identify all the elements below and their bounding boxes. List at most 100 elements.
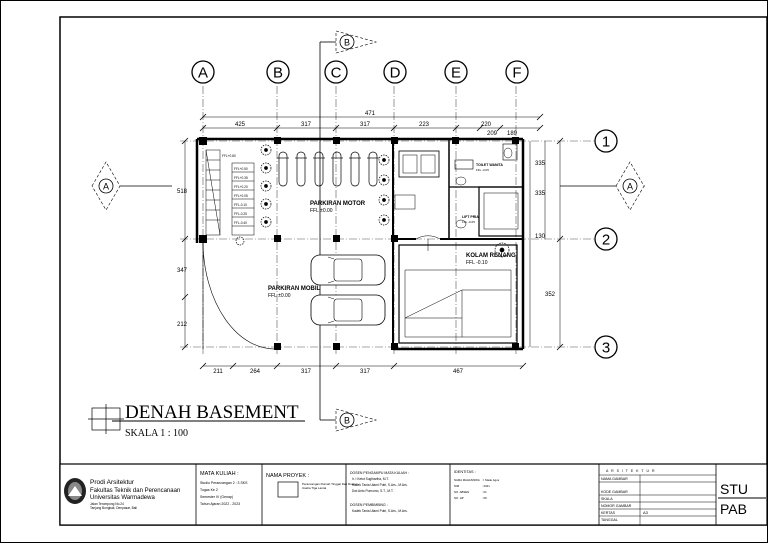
stair-level-1: FFL+0.80 bbox=[222, 154, 236, 158]
project-label: NAMA PROYEK : bbox=[266, 473, 310, 479]
identity-value-hp: : 08 bbox=[482, 496, 487, 500]
dim-top-7: 189 bbox=[507, 131, 518, 137]
lecturer-3: Dwi Anto Purnomo, S.T., M.T. bbox=[352, 489, 394, 493]
dim-top-1: 425 bbox=[235, 122, 246, 128]
label-toilet: TOILET WANITA bbox=[476, 163, 503, 167]
svg-text:A: A bbox=[198, 65, 208, 82]
dim-top-6: 209 bbox=[487, 131, 498, 137]
dim-bottom-3: 317 bbox=[301, 369, 312, 375]
dimension-lines bbox=[184, 116, 561, 367]
course-line-3: Semester IV (Genap) bbox=[200, 495, 233, 499]
identity-value-name: : I Made Agus bbox=[482, 478, 500, 482]
svg-text:B: B bbox=[273, 65, 283, 82]
field-nama-gambar: NAMA GAMBAR bbox=[601, 477, 628, 481]
institution-line-1: Prodi Arsitektur bbox=[90, 479, 135, 486]
dim-bottom-4: 317 bbox=[360, 369, 371, 375]
svg-text:2: 2 bbox=[602, 232, 610, 249]
label-pool: KOLAM RENANG bbox=[466, 253, 516, 259]
label-parking-car: PARKIRAN MOBIL bbox=[268, 286, 321, 292]
stair-level-6: FFL-0.10 bbox=[234, 203, 247, 207]
grid-bubble-C: C bbox=[324, 60, 348, 84]
parked-cars bbox=[310, 254, 386, 326]
stair-level-2: FFL+0.50 bbox=[234, 167, 248, 171]
lecturers-label: DOSEN PENGAMPU MATA KULIAH : bbox=[350, 471, 409, 475]
dim-right-2: 335 bbox=[535, 191, 546, 197]
label-parking-motor: PARKIRAN MOTOR bbox=[310, 201, 366, 207]
project-line-2: Usaha Tiga Lantai bbox=[302, 486, 327, 490]
sheet-title-block: Prodi Arsitektur Fakultas Teknik dan Per… bbox=[59, 463, 768, 526]
level-toilet: FFL -0.05 bbox=[476, 168, 489, 172]
lecturer-2: Kadek Tania Utami Putri, S.Ars., M.Ars. bbox=[352, 483, 408, 487]
project-line-1: Perancangan Rumah Tinggal Dan Ruang bbox=[302, 482, 357, 486]
section-mark-A-right: A bbox=[627, 182, 633, 192]
floor-plan-walls bbox=[195, 137, 525, 351]
grid-bubble-F: F bbox=[505, 60, 529, 84]
grid-bubble-3: 3 bbox=[594, 335, 618, 359]
course-line-4: Tahun Ajaran 2022 - 2023 bbox=[200, 502, 240, 506]
dim-bottom-2: 264 bbox=[250, 369, 261, 375]
dim-top-2: 317 bbox=[301, 122, 312, 128]
grid-lines bbox=[180, 86, 595, 355]
course-label: MATA KULIAH : bbox=[200, 471, 239, 477]
identity-value-nim: : 2021 bbox=[482, 484, 490, 488]
svg-text:C: C bbox=[331, 65, 342, 82]
field-kode-gambar: KODE GAMBAR bbox=[601, 490, 628, 494]
planter-shrubs bbox=[235, 144, 510, 258]
grid-bubble-A: A bbox=[191, 60, 215, 84]
address-line-2: Tanjung Bungkak, Denpasar, Bali bbox=[90, 506, 137, 510]
svg-text:3: 3 bbox=[602, 340, 610, 357]
address-line-1: Jalan Terompong No.24 bbox=[90, 502, 124, 506]
course-line-2: Tugas Ke 2 bbox=[200, 488, 218, 492]
course-line-1: Studio Perancangan 2 : 3 SKS bbox=[200, 481, 248, 485]
dim-top-4: 223 bbox=[419, 122, 430, 128]
dim-right-1: 335 bbox=[535, 161, 546, 167]
label-lift: LIFT PRIA bbox=[462, 215, 479, 219]
studio-logo-line-1: STU bbox=[720, 481, 748, 497]
section-line-B: B B bbox=[319, 30, 378, 432]
dim-left-1: 518 bbox=[177, 189, 188, 195]
identity-field-name: NAMA MAHASISWA bbox=[454, 478, 480, 482]
stair-level-7: FFL-0.25 bbox=[234, 212, 247, 216]
grid-bubble-D: D bbox=[383, 60, 407, 84]
advisor-name: Kadek Tania Utami Putri, S.Ars., M.Ars. bbox=[352, 509, 408, 513]
field-skala: SKALA bbox=[601, 497, 613, 501]
dim-top-5: 220 bbox=[481, 122, 492, 128]
motorcycles bbox=[277, 151, 379, 187]
dim-bottom-5: 467 bbox=[453, 369, 464, 375]
grid-bubble-2: 2 bbox=[594, 227, 618, 251]
lecturer-1: Ir. I Ketut Sugihartha, M.T. bbox=[352, 477, 389, 481]
field-tanggal: TANGGAL bbox=[601, 518, 618, 522]
university-logo bbox=[64, 478, 86, 504]
identity-field-hp: NO. HP bbox=[454, 496, 464, 500]
dimension-ticks bbox=[181, 113, 564, 370]
institution-line-2: Fakultas Teknik dan Perencanaan bbox=[90, 488, 180, 494]
section-line-A: A A bbox=[91, 161, 645, 211]
identity-field-nim: NIM bbox=[454, 484, 460, 488]
section-mark-B-top: B bbox=[344, 38, 350, 48]
grid-bubble-1: 1 bbox=[594, 129, 618, 153]
grid-bubble-E: E bbox=[444, 60, 468, 84]
grid-bubble-B: B bbox=[266, 60, 290, 84]
dim-right-3: 130 bbox=[535, 234, 546, 240]
drawing-title: DENAH BASEMENT bbox=[125, 402, 299, 423]
svg-text:D: D bbox=[390, 65, 401, 82]
identity-value-absen: : 01 bbox=[482, 490, 487, 494]
section-mark-B-bottom: B bbox=[344, 416, 350, 426]
dim-total: 471 bbox=[365, 111, 376, 117]
level-parking-car: FFL ±0.00 bbox=[268, 293, 291, 299]
paper-size: A3 bbox=[643, 510, 649, 515]
dim-left-3: 212 bbox=[177, 322, 188, 328]
structural-columns bbox=[199, 137, 519, 350]
right-header: A R S I T E K T U R bbox=[606, 469, 655, 473]
pool-floor bbox=[404, 269, 512, 338]
dim-top-3: 317 bbox=[360, 122, 371, 128]
level-parking-motor: FFL ±0.00 bbox=[310, 208, 333, 214]
identity-field-absen: NO. ABSEN bbox=[454, 490, 469, 494]
stair-level-3: FFL+0.35 bbox=[234, 176, 248, 180]
stair-level-5: FFL+0.05 bbox=[234, 194, 248, 198]
stair-level-4: FFL+0.20 bbox=[234, 185, 248, 189]
level-lift: FFL -0.05 bbox=[462, 220, 475, 224]
field-nomor-gambar: NOMOR GAMBAR bbox=[601, 504, 632, 508]
drawing-scale: SKALA 1 : 100 bbox=[125, 428, 188, 439]
identity-label: IDENTITAS : bbox=[454, 470, 476, 474]
